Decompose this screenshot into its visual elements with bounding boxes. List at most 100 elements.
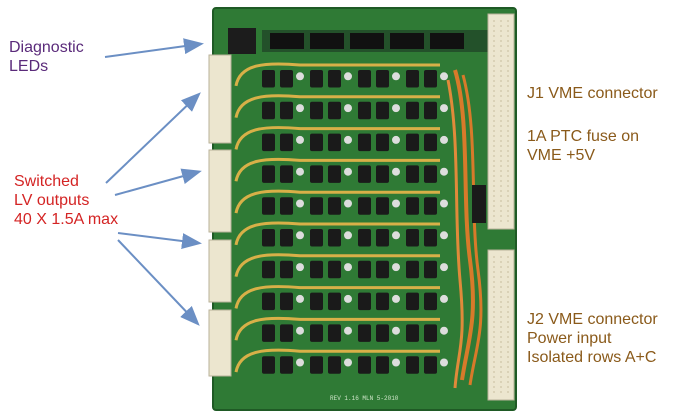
capacitor <box>344 167 352 176</box>
power-switch-chip <box>262 356 275 374</box>
orange-wires <box>446 69 483 389</box>
output-row <box>234 189 448 215</box>
j2-connector-label: J2 VME connector Power input Isolated ro… <box>527 311 658 366</box>
power-switch-chip <box>280 260 293 279</box>
output-row <box>234 316 448 342</box>
capacitor <box>440 72 448 81</box>
power-switch-chip <box>262 70 275 88</box>
wire-loop <box>234 126 440 150</box>
power-switch-chip <box>262 324 275 342</box>
output-row <box>234 221 448 247</box>
capacitor <box>344 263 352 272</box>
power-switch-chip <box>376 197 389 215</box>
capacitor <box>440 167 448 176</box>
capacitor <box>296 358 304 367</box>
power-switch-chip <box>358 197 371 215</box>
wire-loop <box>234 316 440 341</box>
power-switch-chip <box>376 356 389 374</box>
capacitor <box>440 199 448 208</box>
power-switch-chip <box>262 229 275 247</box>
power-switch-chip <box>358 70 371 88</box>
power-switch-chip <box>280 101 293 120</box>
wire-loop <box>234 62 440 87</box>
power-switch-chip <box>328 197 341 215</box>
power-switch-chip <box>328 292 341 311</box>
power-switch-chip <box>406 197 419 215</box>
power-switch-chip <box>358 133 371 152</box>
capacitor <box>392 199 400 208</box>
capacitor <box>440 358 448 367</box>
capacitor <box>296 72 304 81</box>
power-switch-chip <box>406 229 419 247</box>
capacitor <box>440 231 448 240</box>
capacitor <box>296 326 304 335</box>
wire-loop <box>234 285 440 309</box>
power-switch-chip <box>376 229 389 247</box>
capacitor <box>344 294 352 303</box>
power-switch-chip <box>358 324 371 342</box>
output-row <box>234 126 448 152</box>
capacitor <box>440 135 448 144</box>
power-switch-chip <box>328 133 341 152</box>
power-switch-chip <box>280 356 293 374</box>
power-switch-chip <box>424 70 437 88</box>
wire-loop <box>234 157 440 182</box>
power-switch-chip <box>358 356 371 374</box>
power-switch-chip <box>310 229 323 247</box>
output-row <box>234 62 448 88</box>
power-switch-chip <box>376 133 389 152</box>
annotation-arrows <box>104 38 204 326</box>
power-switch-chip <box>424 324 437 342</box>
power-switch-chip <box>262 292 275 311</box>
capacitor <box>344 326 352 335</box>
power-switch-chip <box>358 260 371 279</box>
power-switch-chip <box>328 165 341 183</box>
power-switch-chip <box>406 356 419 374</box>
fuse-chip <box>472 185 486 223</box>
power-switch-chip <box>376 260 389 279</box>
capacitor <box>344 135 352 144</box>
capacitor <box>296 263 304 272</box>
power-switch-chip <box>310 197 323 215</box>
power-switch-chip <box>424 133 437 152</box>
power-switch-chip <box>262 101 275 120</box>
power-switch-chip <box>310 101 323 120</box>
capacitor <box>344 104 352 113</box>
capacitor <box>392 231 400 240</box>
capacitor <box>392 294 400 303</box>
output-row <box>234 94 448 120</box>
power-switch-chip <box>328 70 341 88</box>
power-switch-chip <box>328 324 341 342</box>
capacitor <box>392 104 400 113</box>
power-switch-chip <box>310 133 323 152</box>
power-switch-chip <box>376 165 389 183</box>
power-switch-chip <box>406 70 419 88</box>
capacitor <box>296 167 304 176</box>
output-rows <box>234 62 448 374</box>
capacitor <box>440 263 448 272</box>
power-switch-chip <box>376 101 389 120</box>
power-switch-chip <box>262 165 275 183</box>
power-switch-chip <box>406 165 419 183</box>
arrow-output-3 <box>117 232 202 249</box>
fuse-label: 1A PTC fuse on VME +5V <box>527 128 640 164</box>
power-switch-chip <box>424 229 437 247</box>
capacitor <box>392 358 400 367</box>
wire-loop <box>234 221 440 246</box>
power-switch-chip <box>376 70 389 88</box>
power-switch-chip <box>310 324 323 342</box>
wire-loop <box>234 94 440 119</box>
power-switch-chip <box>358 292 371 311</box>
capacitor <box>440 294 448 303</box>
capacitor <box>344 199 352 208</box>
diagnostic-leds-label: Diagnostic LEDs <box>9 39 84 75</box>
output-row <box>234 348 448 374</box>
power-switch-chip <box>424 165 437 183</box>
power-switch-chip <box>280 165 293 183</box>
power-switch-chip <box>328 101 341 120</box>
power-switch-chip <box>424 101 437 120</box>
j2-vme-connector <box>487 249 515 401</box>
power-switch-chip <box>280 229 293 247</box>
power-switch-chip <box>358 229 371 247</box>
power-switch-chip <box>310 292 323 311</box>
